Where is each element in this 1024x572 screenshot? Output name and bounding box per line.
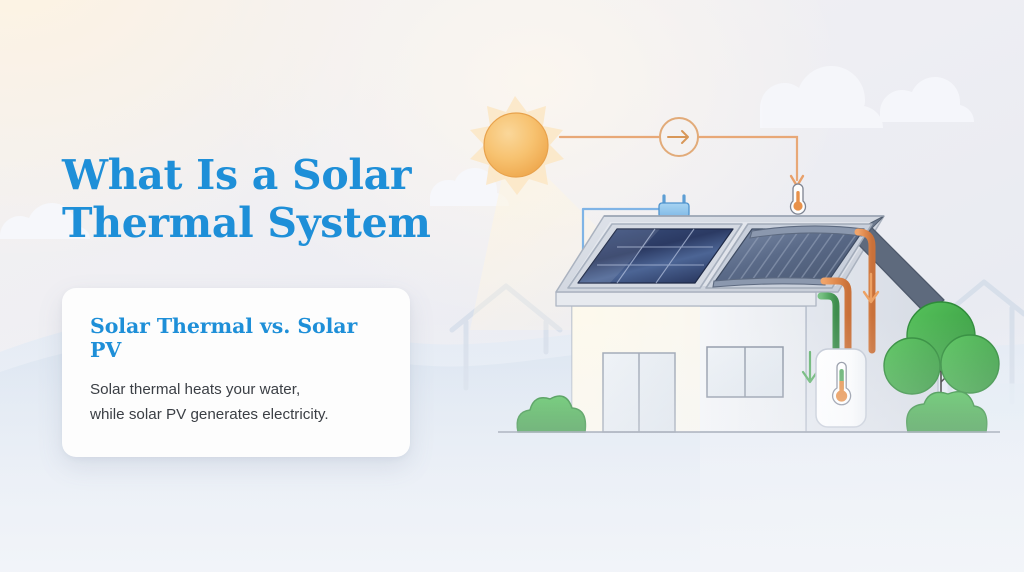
- page-title: What Is a Solar Thermal System: [62, 151, 431, 247]
- card-heading: Solar Thermal vs. Solar PV: [90, 314, 358, 362]
- comparison-card: Solar Thermal vs. Solar PV Solar thermal…: [62, 288, 410, 458]
- card-body-text: Solar thermal heats your water, while so…: [90, 381, 329, 423]
